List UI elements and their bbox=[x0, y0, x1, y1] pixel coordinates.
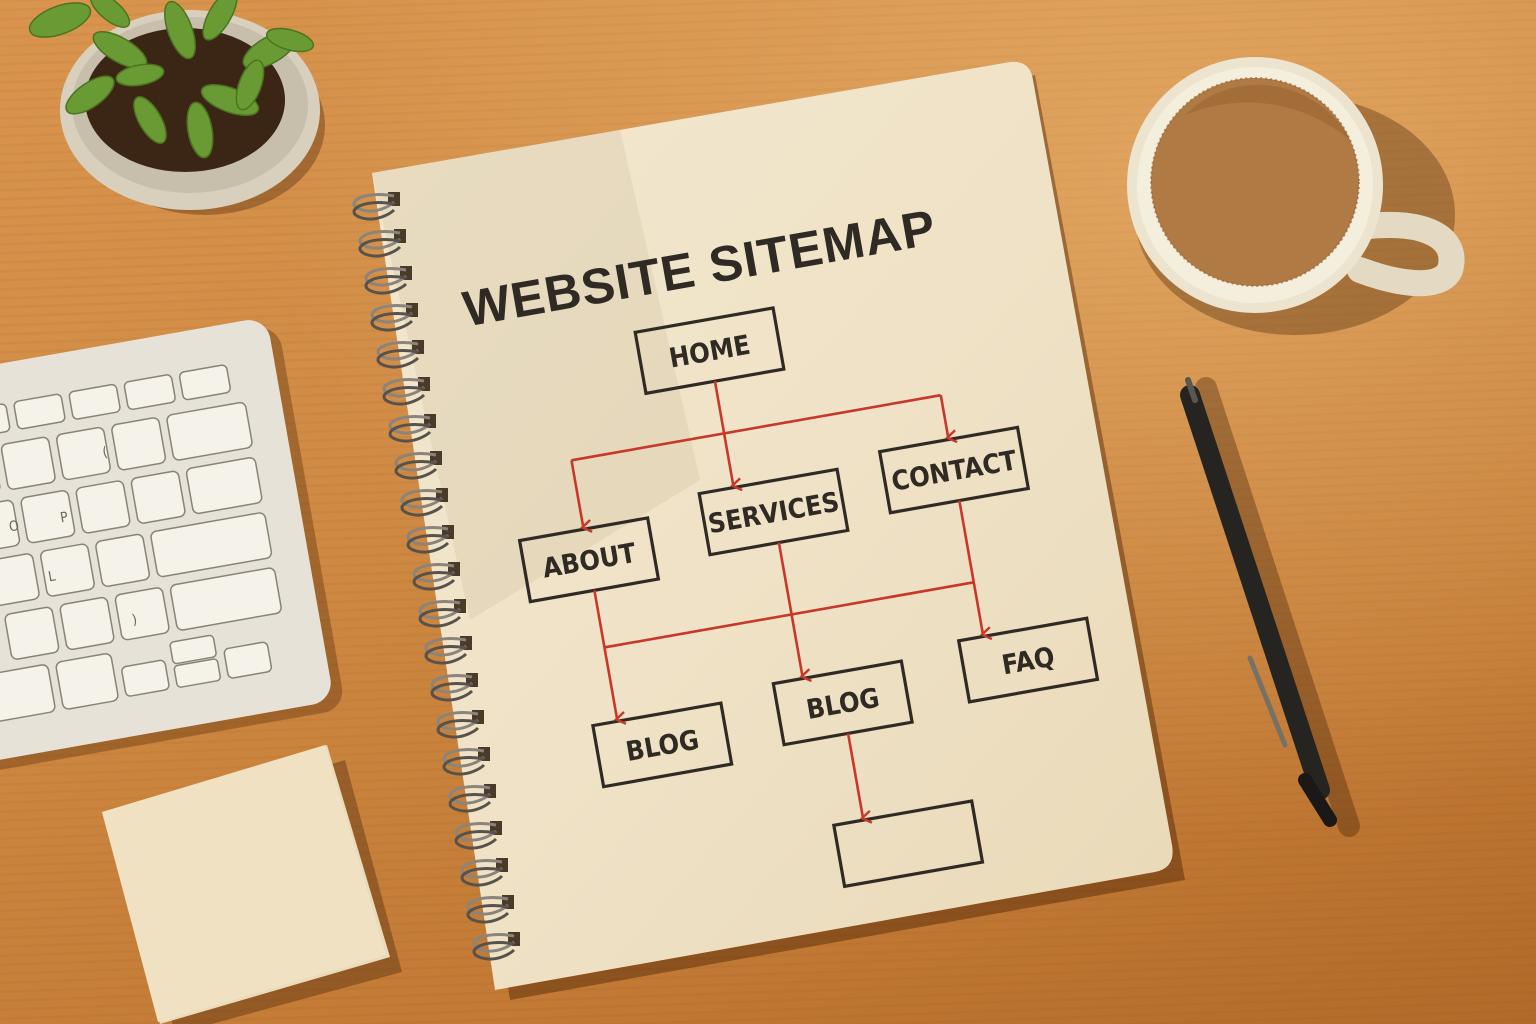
connector-arrows bbox=[570, 380, 993, 824]
svg-text:L: L bbox=[47, 568, 57, 585]
spiral-binding bbox=[352, 192, 520, 961]
svg-text:P: P bbox=[59, 509, 70, 526]
svg-text:(: ( bbox=[101, 444, 109, 461]
node-blog-center-box bbox=[771, 659, 914, 747]
node-empty-box bbox=[831, 799, 985, 889]
node-faq-box bbox=[956, 616, 1100, 704]
node-blog-left-box bbox=[591, 701, 734, 789]
svg-text:O: O bbox=[8, 518, 21, 535]
svg-text:): ) bbox=[131, 612, 139, 629]
